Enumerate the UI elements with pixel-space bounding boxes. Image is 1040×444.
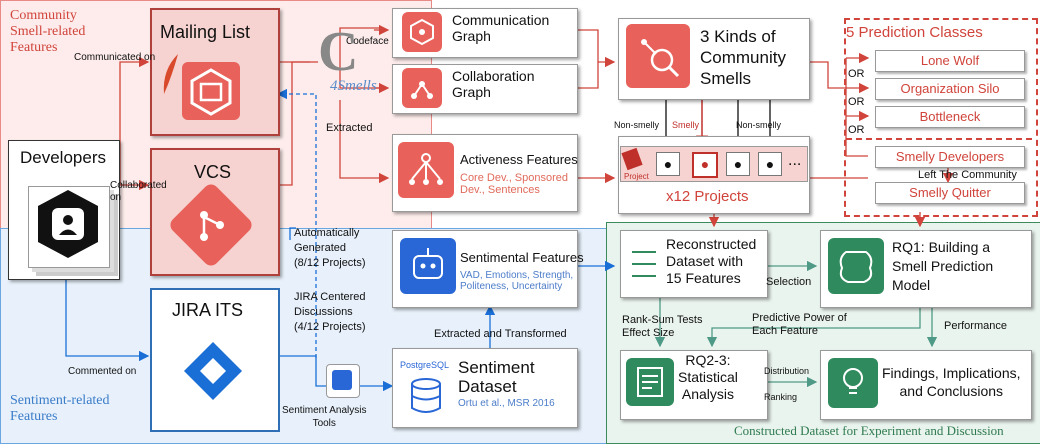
activeness-title: Activeness Features: [460, 152, 578, 167]
findings-label: Findings, Implications, and Conclusions: [882, 365, 1021, 399]
class-smelly-developers: Smelly Developers: [875, 146, 1025, 168]
jira-label: JIRA ITS: [172, 300, 244, 320]
developer-icon: [38, 190, 98, 258]
envelope-icon: [190, 68, 232, 116]
findings-icon: [828, 358, 878, 408]
dev-icon-2: ●: [692, 152, 718, 178]
edge-auto-generated: Automatically Generated (8/12 Projects): [294, 227, 366, 269]
class-lone-wolf: Lone Wolf: [875, 50, 1025, 72]
edge-smelly: Smelly: [672, 120, 700, 130]
collaboration-network-icon: [411, 81, 433, 99]
or-label-1: OR: [848, 68, 865, 80]
reconstructed-label: Reconstructed Dataset with 15 Features: [666, 236, 757, 286]
sentiment-dataset-sub: Ortu et al., MSR 2016: [458, 398, 555, 409]
or-label-2: OR: [848, 96, 865, 108]
prediction-divider: [846, 138, 1032, 140]
edge-non-smelly-2: Non-smelly: [736, 120, 782, 130]
dev-icon-3: ●: [726, 152, 750, 176]
community-smells-label: 3 Kinds of Community Smells: [700, 27, 786, 88]
dev-icon-4: ●: [758, 152, 782, 176]
class-organization-silo: Organization Silo: [875, 78, 1025, 100]
collab-icon: [402, 68, 442, 108]
database-icon: [411, 378, 441, 413]
robot-icon: [400, 238, 456, 294]
vcs-label: VCS: [194, 162, 232, 182]
hierarchy-icon: [409, 153, 443, 185]
edge-collaborated-on: Collaborated on: [110, 180, 167, 203]
edge-commented-on: Commented on: [68, 366, 137, 377]
edge-non-smelly-1: Non-smelly: [614, 120, 660, 130]
edge-communicated-on: Communicated on: [74, 52, 156, 63]
dev-icon-1: ●: [656, 152, 680, 176]
constructed-region-label: Constructed Dataset for Experiment and D…: [734, 423, 1004, 438]
edge-sentiment-tools: Sentiment Analysis Tools: [282, 405, 367, 429]
feather-icon: [163, 54, 178, 94]
rq23-label: RQ2-3: Statistical Analysis: [678, 352, 738, 402]
edge-predictive-power: Predictive Power of Each Feature: [752, 312, 847, 337]
or-label-3: OR: [848, 124, 865, 136]
project-tag: Project: [624, 172, 649, 181]
activeness-sub: Core Dev., Sponsored Dev., Sentences: [460, 172, 569, 196]
bot-face-icon: [413, 248, 443, 279]
jira-icon: [184, 342, 242, 400]
communication-graph-label: Communication Graph: [452, 12, 550, 44]
prediction-title: 5 Prediction Classes: [846, 24, 983, 41]
mailing-list-label: Mailing List: [160, 22, 251, 42]
codeface-c: C: [318, 21, 359, 83]
brain-chip-icon: [332, 370, 352, 390]
sentimental-sub: VAD, Emotions, Strength, Politeness, Unc…: [460, 270, 574, 292]
community-region-label: Community Smell-related Features: [10, 8, 86, 55]
document-chart-icon: [637, 367, 663, 397]
collaboration-graph-label: Collaboration Graph: [452, 68, 535, 100]
edge-extracted-transformed: Extracted and Transformed: [434, 328, 567, 340]
edge-selection: Selection: [766, 276, 812, 288]
developers-label: Developers: [20, 148, 106, 167]
git-branch-icon: [200, 211, 224, 241]
rq1-icon: [828, 238, 884, 294]
postgres-label: PostgreSQL: [400, 360, 450, 370]
sentimental-title: Sentimental Features: [460, 250, 584, 265]
edge-performance: Performance: [944, 320, 1007, 332]
edge-rank-sum: Rank-Sum Tests Effect Size: [622, 314, 703, 339]
graph-network-icon: [410, 18, 434, 46]
brain-icon: [839, 251, 873, 283]
projects-label: x12 Projects: [666, 188, 749, 205]
search-network-icon: [641, 39, 680, 78]
edge-distribution: Distribution: [764, 366, 810, 376]
projects-ellipsis: ...: [788, 152, 802, 169]
edge-jira-centered: JIRA Centered Discussions (4/12 Projects…: [294, 291, 366, 333]
class-smelly-quitter: Smelly Quitter: [875, 182, 1025, 204]
smells-icon: [626, 24, 690, 88]
codeface-logo: Codeface: [346, 36, 389, 47]
class-bottleneck: Bottleneck: [875, 106, 1025, 128]
sentiment-region-label: Sentiment-related Features: [10, 393, 110, 424]
list-icon: [632, 251, 656, 277]
rq1-label: RQ1: Building a Smell Prediction Model: [892, 239, 994, 293]
codeface-4smells: 4Smells: [330, 78, 377, 94]
lightbulb-icon: [843, 368, 863, 394]
left-community-note: Left The Community: [918, 169, 1017, 181]
edge-extracted: Extracted: [326, 122, 373, 134]
edge-ranking: Ranking: [764, 392, 798, 402]
sentiment-dataset-title: Sentiment Dataset: [458, 358, 535, 396]
